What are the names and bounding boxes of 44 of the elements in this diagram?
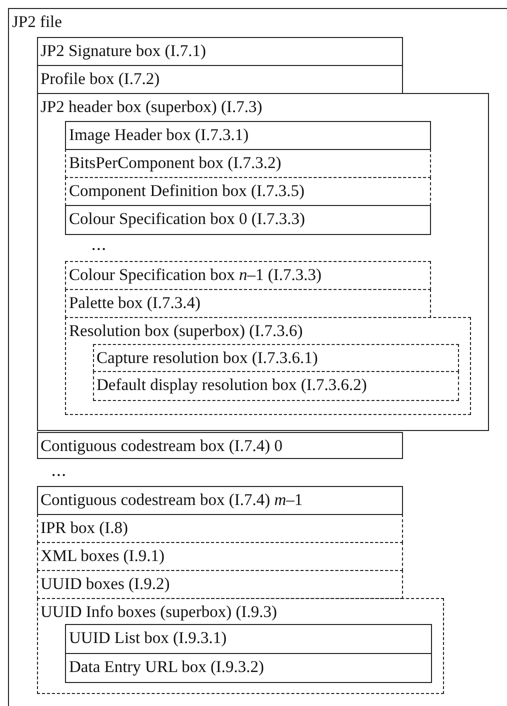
box-label: Capture resolution box (I.7.3.6.1) bbox=[96, 346, 318, 368]
optional-box bbox=[36, 570, 402, 598]
box bbox=[65, 653, 432, 683]
optional-box bbox=[65, 317, 471, 415]
optional-box bbox=[65, 289, 431, 318]
box-label: Colour Specification box n–1 (I.7.3.3) bbox=[69, 264, 322, 286]
box bbox=[65, 624, 432, 654]
ellipsis: ••• bbox=[52, 470, 68, 480]
box-label: IPR box (I.8) bbox=[40, 516, 128, 538]
box bbox=[36, 36, 402, 66]
box bbox=[36, 64, 402, 94]
box-label: Image Header box (I.7.3.1) bbox=[69, 124, 249, 146]
box-label: Resolution box (superbox) (I.7.3.6) bbox=[69, 320, 303, 342]
optional-box bbox=[36, 598, 444, 694]
box-label: JP2 file bbox=[12, 11, 62, 33]
optional-box bbox=[65, 177, 431, 206]
box-label: Contiguous codestream box (I.7.4) 0 bbox=[40, 434, 282, 456]
optional-box bbox=[92, 370, 458, 400]
box bbox=[36, 486, 402, 514]
box-label: Colour Specification box 0 (I.7.3.3) bbox=[69, 208, 305, 230]
optional-box bbox=[65, 149, 431, 178]
box-label: XML boxes (I.9.1) bbox=[40, 544, 165, 566]
optional-box bbox=[92, 344, 458, 372]
optional-box bbox=[36, 514, 402, 542]
box-label: Component Definition box (I.7.3.5) bbox=[69, 180, 305, 202]
box-label: BitsPerComponent box (I.7.3.2) bbox=[69, 152, 282, 174]
box-label: Data Entry URL box (I.9.3.2) bbox=[69, 656, 264, 678]
box bbox=[65, 205, 431, 235]
box-label: Palette box (I.7.3.4) bbox=[69, 292, 201, 314]
box bbox=[36, 432, 402, 458]
box bbox=[65, 121, 431, 150]
box-label: UUID List box (I.9.3.1) bbox=[69, 627, 227, 649]
file-container bbox=[8, 8, 507, 706]
box-label: Profile box (I.7.2) bbox=[40, 68, 160, 90]
box-label: UUID Info boxes (superbox) (I.9.3) bbox=[40, 600, 277, 622]
box-label: Contiguous codestream box (I.7.4) m–1 bbox=[40, 488, 303, 510]
box bbox=[36, 92, 488, 430]
box-label: UUID boxes (I.9.2) bbox=[40, 572, 170, 594]
optional-box bbox=[36, 542, 402, 570]
box-label: JP2 Signature box (I.7.1) bbox=[40, 40, 206, 62]
box-label: JP2 header box (superbox) (I.7.3) bbox=[40, 96, 262, 118]
ellipsis: ••• bbox=[92, 244, 108, 254]
optional-box bbox=[65, 261, 431, 290]
box-label: Default display resolution box (I.7.3.6.2) bbox=[96, 374, 367, 396]
